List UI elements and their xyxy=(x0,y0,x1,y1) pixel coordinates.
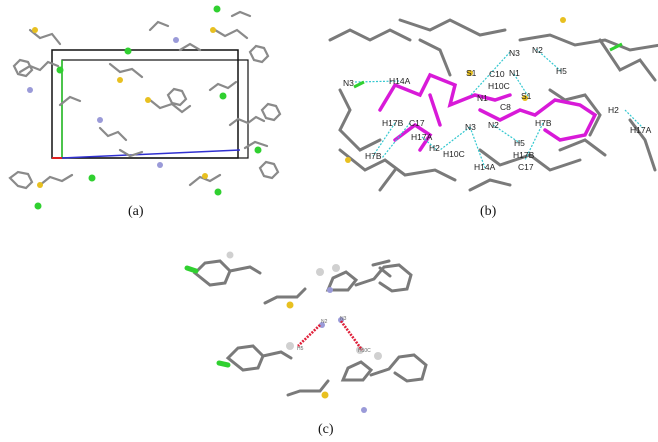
atom-label: C10 xyxy=(489,69,505,79)
atom-label: N3 xyxy=(465,122,476,132)
atom-label: H10C xyxy=(358,348,371,354)
cell-axis-c xyxy=(61,149,241,159)
atom-label: H2 xyxy=(429,143,440,153)
atom-label: S1 xyxy=(466,68,477,78)
atom-label: H2 xyxy=(608,105,619,115)
atom-label: N2 xyxy=(532,45,543,55)
atom-label: H5 xyxy=(556,66,567,76)
atom-label: H7B xyxy=(535,118,552,128)
atom-label: H17A xyxy=(411,132,433,142)
atom-labels: N3 H14A N3 N2 H5 S1 C10 N1 H10C N1 C8 S1… xyxy=(343,45,652,172)
atom-label: N1 xyxy=(477,93,488,103)
atom-label: N3 xyxy=(343,78,354,88)
atom-label: H17A xyxy=(630,125,652,135)
atom-label: H7B xyxy=(365,151,382,161)
atom-label: N3 xyxy=(509,48,520,58)
atom-label: N2 xyxy=(488,120,499,130)
atom-label: C17 xyxy=(518,162,534,172)
atom-label: H5 xyxy=(297,346,304,352)
atom-label: C17 xyxy=(409,118,425,128)
atom-label: H10C xyxy=(443,149,465,159)
atom-label: H10C xyxy=(488,81,510,91)
atom-label: H14A xyxy=(474,162,496,172)
panel-a-packing xyxy=(8,5,282,210)
atom-label: H14A xyxy=(389,76,411,86)
atom-label: N1 xyxy=(509,68,520,78)
hydrogen-bonds xyxy=(297,320,364,351)
unit-cell-box xyxy=(51,49,239,159)
atom-label: N2 xyxy=(321,319,328,325)
atom-label: H17B xyxy=(513,150,535,160)
atom-label: S1 xyxy=(521,91,532,101)
panel-b-interactions: N3 H14A N3 N2 H5 S1 C10 N1 H10C N1 C8 S1… xyxy=(328,17,658,192)
atom-label: C8 xyxy=(500,102,511,112)
panel-c-dimer: N2 N3 H5 H10C xyxy=(184,251,428,413)
atom-label: H5 xyxy=(514,138,525,148)
atom-label: N3 xyxy=(340,316,347,322)
panel-b-label: (b) xyxy=(480,204,497,219)
atom-label: H17B xyxy=(382,118,404,128)
molecules xyxy=(8,5,282,210)
panel-a-label: (a) xyxy=(128,204,144,219)
panel-c-label: (c) xyxy=(318,422,334,437)
